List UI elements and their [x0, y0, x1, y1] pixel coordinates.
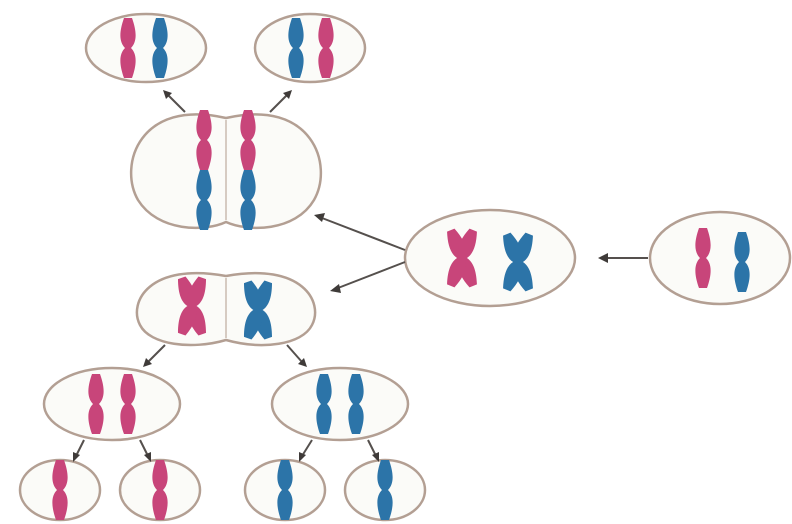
arrow-to-gamete-1 — [75, 439, 85, 457]
arrowhead — [283, 90, 292, 99]
arrow-upper-to-top-right — [269, 94, 288, 113]
meiosis-ii-cell-left — [42, 366, 182, 442]
daughter-cell-top-left — [84, 12, 208, 84]
arrow-lower-to-left — [147, 344, 166, 363]
arrowhead — [299, 452, 306, 462]
arrowhead — [144, 452, 151, 462]
tetrad-cell — [403, 208, 577, 308]
daughter-cell-top-right — [253, 12, 367, 84]
meiosis-ii-cell-right — [270, 366, 410, 442]
arrow-to-gamete-3 — [301, 439, 313, 457]
arrowhead — [314, 213, 325, 222]
arrowhead — [372, 452, 379, 462]
arrowhead — [298, 358, 307, 367]
arrowhead — [73, 452, 80, 462]
arrowhead — [143, 358, 152, 367]
arrow-to-gamete-4 — [367, 439, 377, 457]
arrow-lower-to-right — [286, 344, 303, 363]
arrow-upper-to-top-left — [167, 94, 186, 113]
arrowhead — [163, 90, 172, 99]
arrow-tetrad-to-lower — [337, 261, 406, 289]
arrowhead — [598, 253, 608, 263]
arrowhead — [330, 284, 341, 293]
interphase-cell — [648, 210, 792, 306]
arrow-to-gamete-2 — [139, 439, 149, 457]
arrow-tetrad-to-upper — [321, 217, 406, 251]
